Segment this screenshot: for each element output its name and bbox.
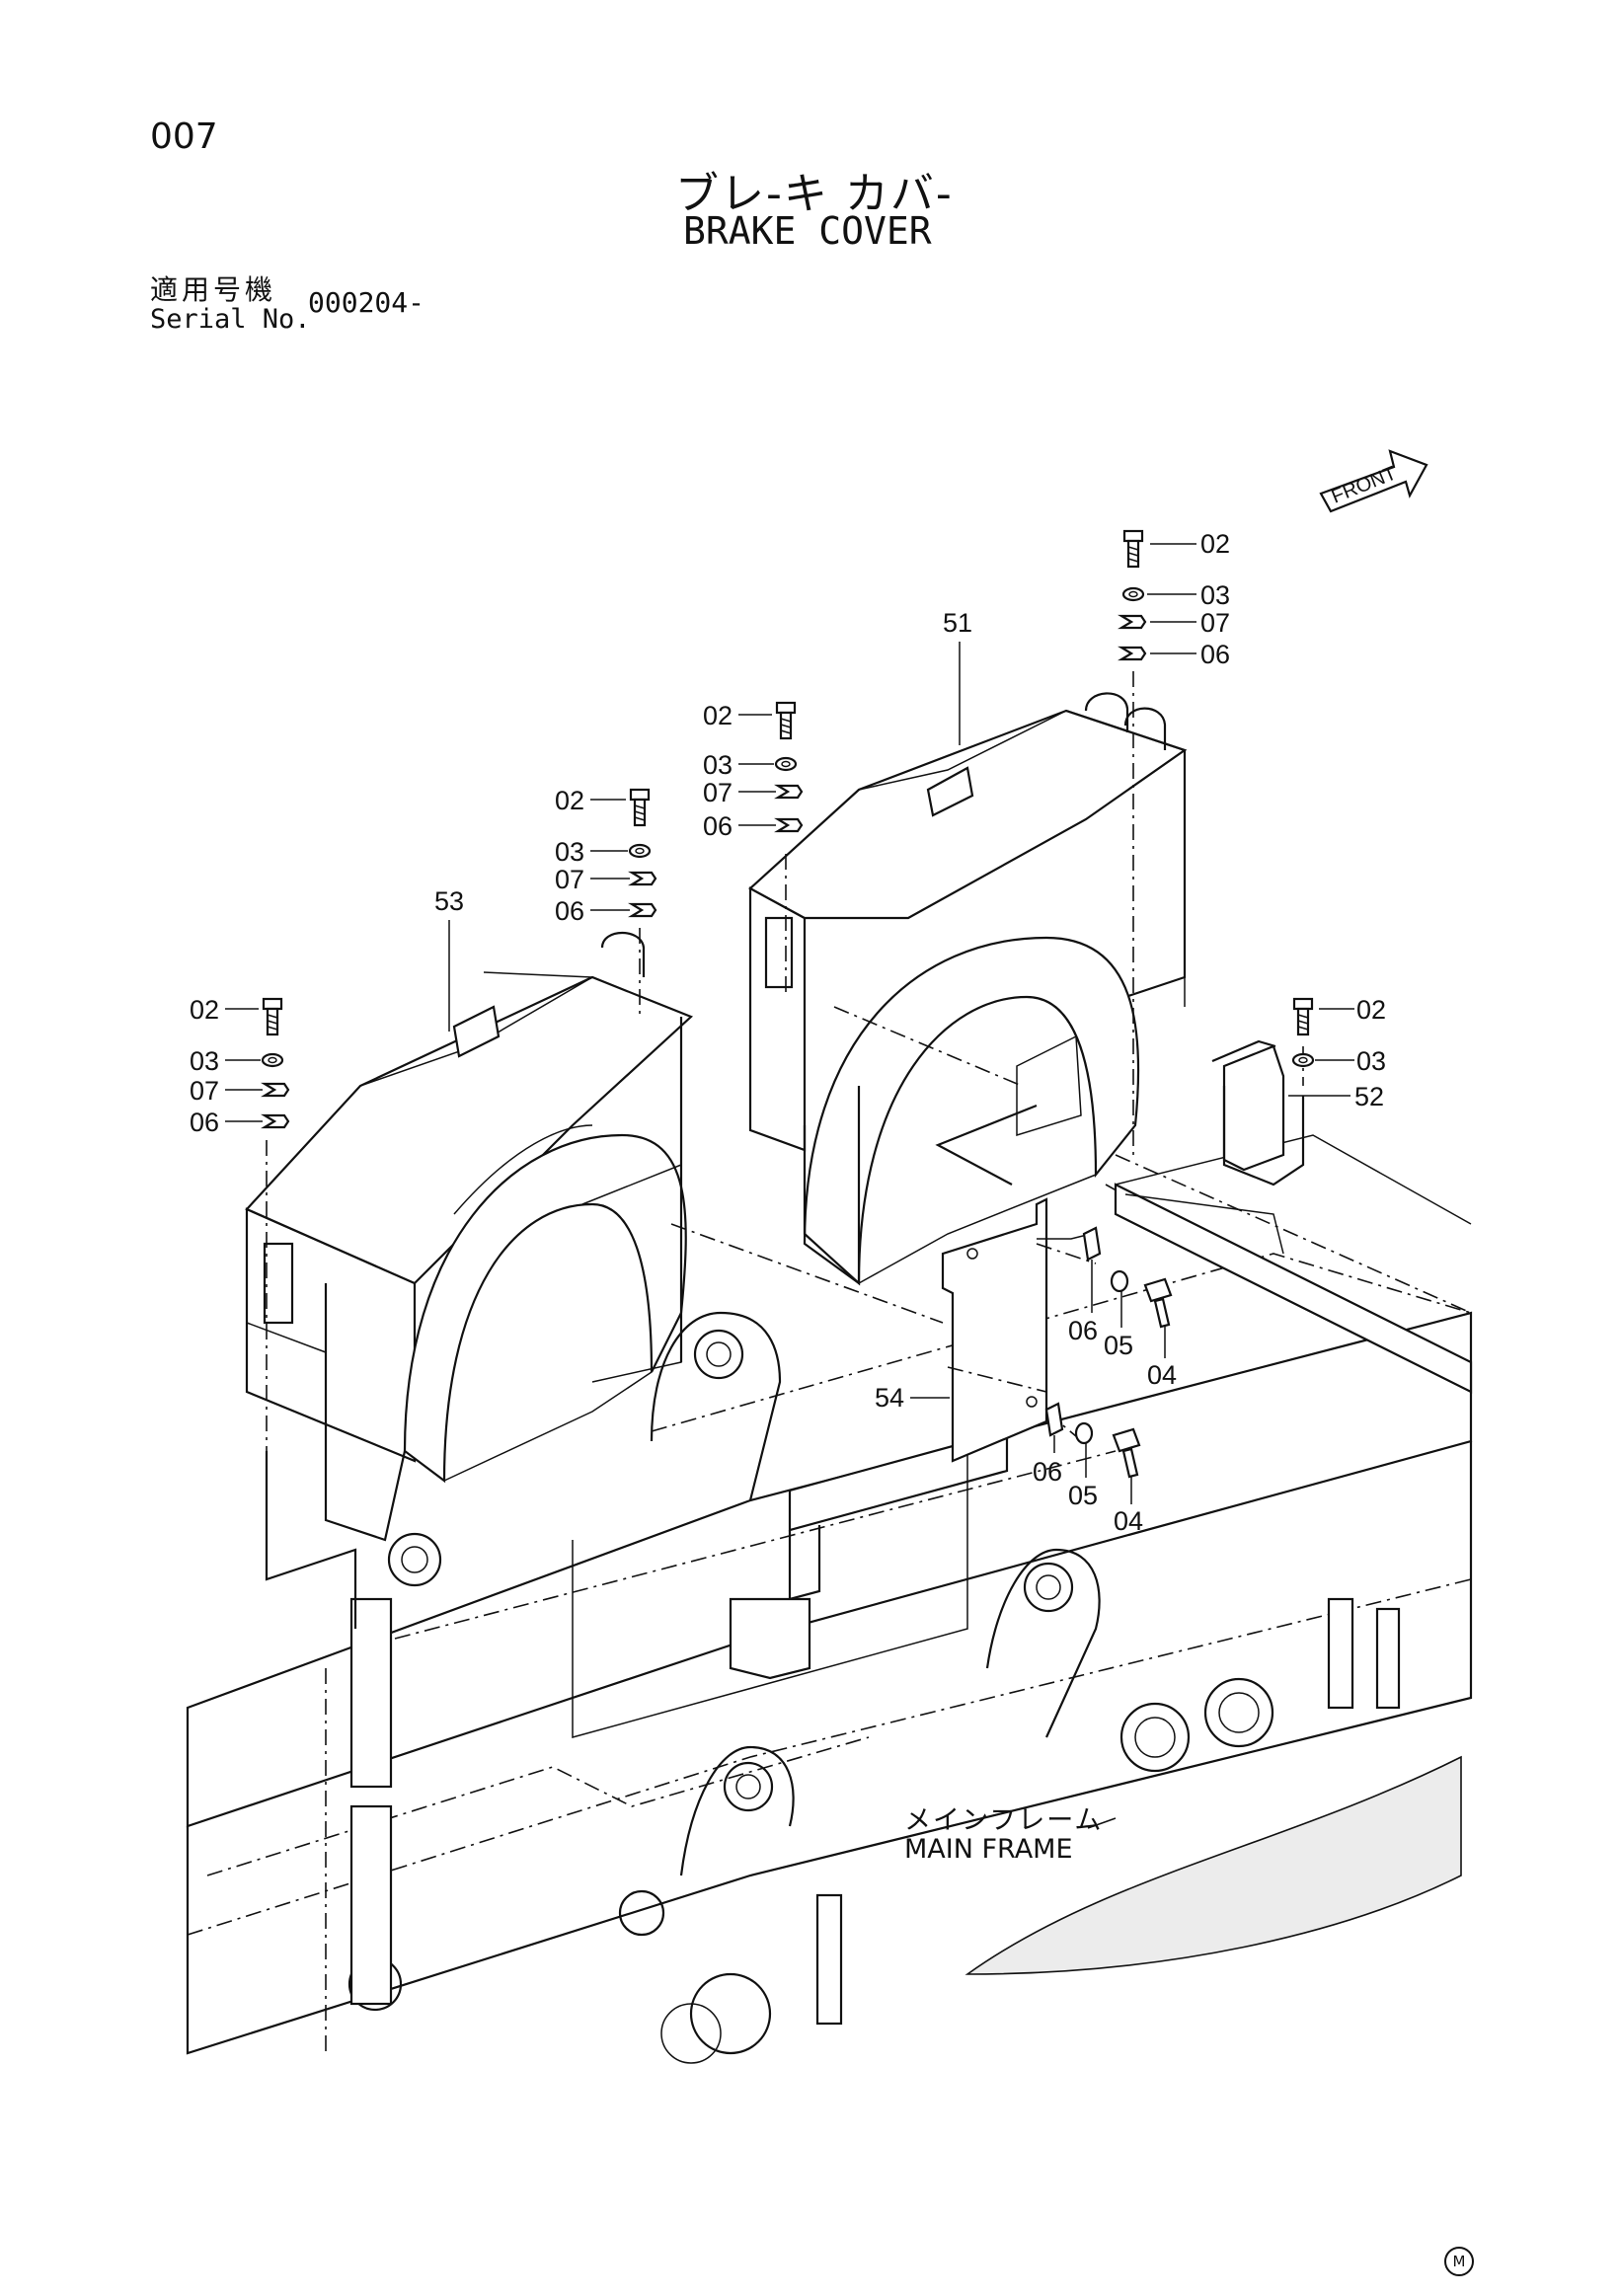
washer-icon: [1291, 1052, 1315, 1068]
callout-04: 04: [1114, 1506, 1143, 1536]
fastener-stack-far-left: 02 03 07 06: [190, 995, 290, 1137]
assembly-guide-lines: [265, 671, 1304, 1629]
callout-02: 02: [703, 701, 733, 730]
callout-05: 05: [1068, 1481, 1098, 1510]
callout-03: 03: [190, 1046, 219, 1076]
callout-53: 53: [434, 886, 464, 916]
callout-06: 06: [1200, 640, 1230, 669]
washer-icon: [261, 1052, 284, 1068]
washer-icon: [1121, 586, 1145, 602]
serial-label-japanese: 適用号機: [150, 273, 277, 306]
bracket-52: [1211, 1039, 1305, 1186]
bolt-icon: [1112, 1427, 1141, 1479]
callout-03: 03: [555, 837, 584, 867]
callout-06: 06: [190, 1108, 219, 1137]
front-label: FRONT: [1329, 462, 1400, 507]
washer-icon: [774, 756, 798, 772]
fastener-stack-top-right: 02 03 07 06: [1119, 529, 1230, 669]
fastener-set-plate-upper: 06 05 04: [1068, 1226, 1177, 1390]
bolt-icon: [775, 701, 797, 740]
fastener-set-plate-lower: 06 05 04: [1033, 1402, 1143, 1536]
clip-icon: [1119, 614, 1147, 630]
callout-51: 51: [943, 608, 972, 638]
page-number: 007: [150, 116, 218, 157]
front-arrow-icon: FRONT: [1319, 449, 1428, 513]
main-frame-label-english: MAIN FRAME: [904, 1834, 1073, 1865]
bolt-icon: [1143, 1277, 1173, 1329]
bolt-icon: [1122, 529, 1144, 569]
callout-07: 07: [555, 865, 584, 894]
clip-icon: [263, 1082, 290, 1098]
callout-52: 52: [1354, 1082, 1384, 1111]
fastener-stack-left-upper: 02 03 07 06: [555, 786, 657, 926]
corner-mark: M: [1444, 2247, 1474, 2276]
bolt-icon: [629, 788, 651, 827]
callout-06: 06: [555, 896, 584, 926]
serial-label-english: Serial No.: [150, 304, 311, 335]
clip-icon: [263, 1113, 290, 1129]
bolt-icon: [1292, 997, 1314, 1036]
washer-icon: [628, 843, 652, 859]
brake-cover-51: [748, 692, 1188, 1286]
callout-02: 02: [190, 995, 219, 1025]
title-english: BRAKE COVER: [683, 209, 932, 253]
callout-03: 03: [1356, 1046, 1386, 1076]
callout-02: 02: [1200, 529, 1230, 559]
fastener-stack-center: 02 03 07 06: [703, 701, 804, 841]
fastener-stack-bracket: 02 03: [1291, 995, 1386, 1076]
clip-icon: [776, 784, 804, 800]
callout-54: 54: [875, 1383, 904, 1413]
main-frame-label-japanese: メインフレーム: [904, 1805, 1104, 1836]
clip-icon: [776, 817, 804, 833]
serial-value: 000204-: [308, 286, 425, 319]
brake-cover-53: [245, 932, 694, 1542]
callout-02: 02: [555, 786, 584, 815]
callout-04: 04: [1147, 1360, 1177, 1390]
bolt-icon: [262, 997, 283, 1036]
title-japanese: ブレ-キ カバ-: [675, 169, 954, 219]
callout-06: 06: [1033, 1457, 1062, 1487]
plate-54: [941, 1197, 1092, 1463]
part-callouts: 51 53 52 54: [434, 608, 1384, 1829]
clip-icon: [630, 871, 657, 886]
callout-07: 07: [1200, 608, 1230, 638]
clip-icon: [1119, 646, 1147, 661]
callout-03: 03: [1200, 580, 1230, 610]
callout-07: 07: [703, 778, 733, 807]
clip-icon: [630, 902, 657, 918]
callout-05: 05: [1104, 1331, 1133, 1360]
callout-06: 06: [703, 811, 733, 841]
callout-07: 07: [190, 1076, 219, 1106]
callout-02: 02: [1356, 995, 1386, 1025]
callout-06: 06: [1068, 1316, 1098, 1345]
callout-03: 03: [703, 750, 733, 780]
